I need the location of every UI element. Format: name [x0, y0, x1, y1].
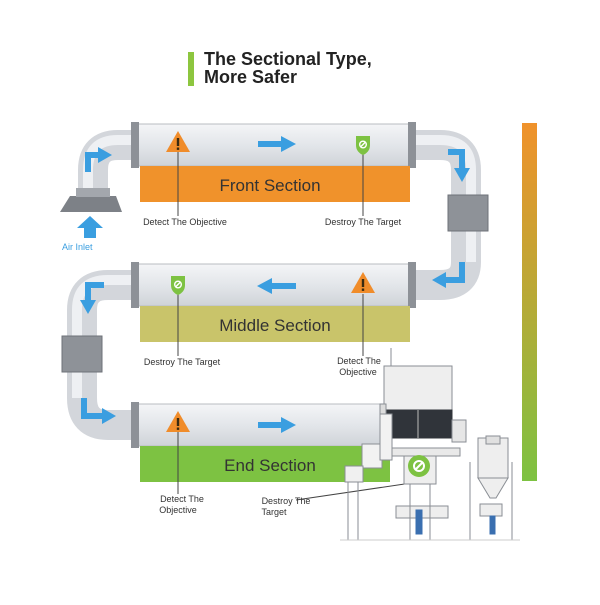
warning-icon — [166, 131, 190, 152]
air-inlet-hood — [60, 188, 122, 212]
flow-arrow-icon — [81, 398, 116, 424]
caption-middle-left: Destroy The Target — [144, 357, 221, 367]
shield-icon — [356, 136, 370, 155]
page-title-line1: The Sectional Type, — [204, 49, 372, 69]
flow-arrow-icon — [432, 262, 465, 288]
air-inlet-label: Air Inlet — [62, 242, 93, 252]
caption-front-right: Destroy The Target — [325, 217, 402, 227]
caption-end-right-1: Destroy The — [262, 496, 311, 506]
warning-icon — [351, 272, 375, 293]
caption-end-right-2: Target — [261, 507, 287, 517]
filter-box-left — [61, 335, 103, 373]
flow-arrow-icon — [257, 278, 296, 294]
flow-arrows — [80, 136, 470, 433]
warning-icon — [166, 411, 190, 432]
flow-arrow-icon — [258, 417, 296, 433]
section-gradient-bar — [522, 123, 537, 481]
flow-arrow-icon — [80, 282, 104, 314]
caption-end-left-1: Detect The — [160, 494, 204, 504]
caption-front-left: Detect The Objective — [143, 217, 227, 227]
front-section-band — [140, 166, 410, 202]
front-section-label: Front Section — [219, 176, 320, 195]
caption-middle-right-1: Detect The — [337, 356, 381, 366]
section-duct-end — [131, 402, 381, 448]
shield-icon — [171, 276, 185, 295]
caption-end-left-2: Objective — [159, 505, 197, 515]
caption-middle-right-2: Objective — [339, 367, 377, 377]
end-section-label: End Section — [224, 456, 316, 475]
flow-arrow-icon — [85, 147, 112, 172]
air-inlet-arrow-icon — [77, 216, 103, 238]
dust-collector-machine-illustration — [340, 348, 520, 541]
middle-section-band — [140, 306, 410, 342]
flow-arrow-icon — [448, 149, 470, 182]
flow-arrow-icon — [258, 136, 296, 152]
title-accent-bar — [188, 52, 194, 86]
middle-section-label: Middle Section — [219, 316, 331, 335]
filter-box-right — [447, 194, 489, 232]
leader-lines — [177, 150, 419, 501]
page-title-line2: More Safer — [204, 67, 298, 87]
shield-icon — [408, 455, 430, 477]
